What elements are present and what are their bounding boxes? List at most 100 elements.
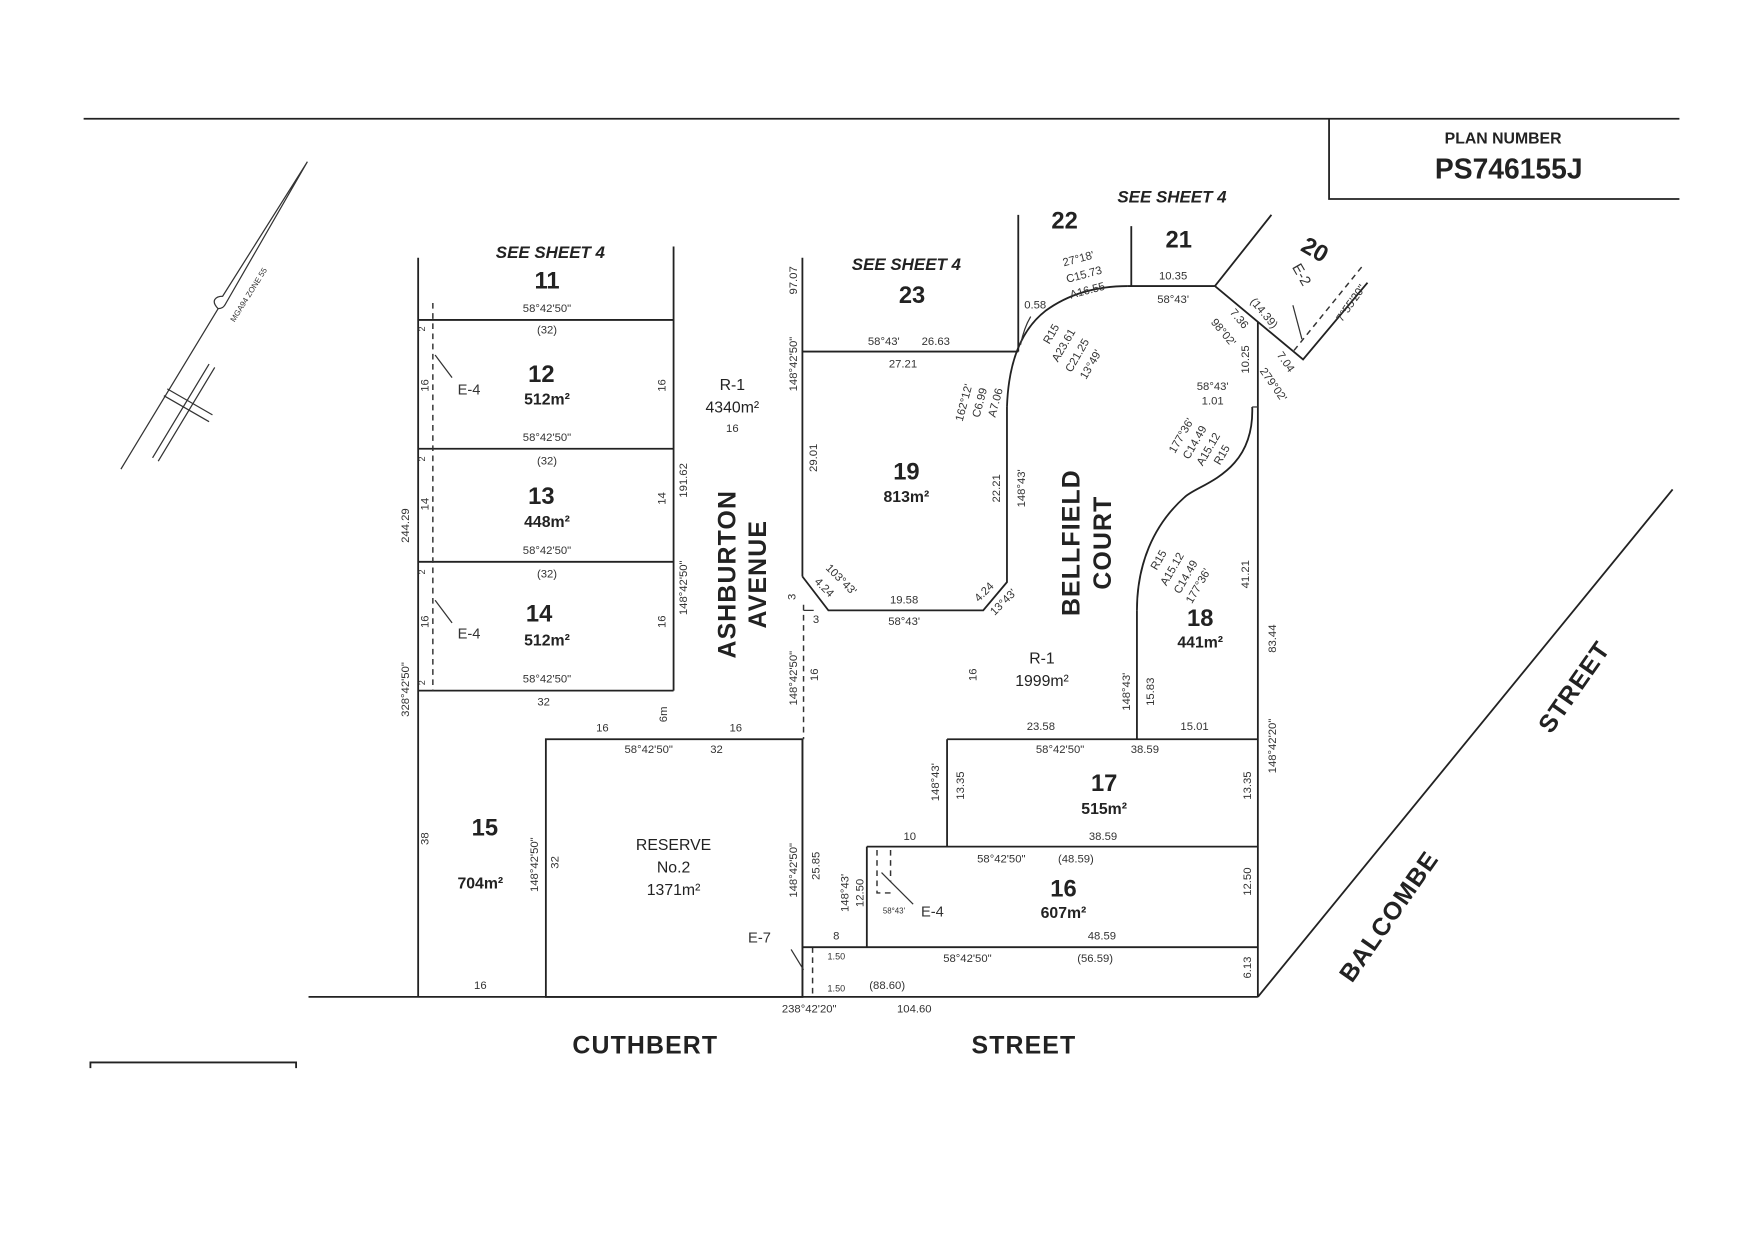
lot-18-number: 18 (1187, 606, 1213, 632)
dimension-label: 148°42'20" (1267, 719, 1279, 774)
lot-17-area: 515m² (1081, 801, 1127, 818)
dimension-label: 16 (419, 379, 431, 392)
dimension-label: 25.85 (810, 852, 822, 880)
lot-23-number: 23 (899, 283, 925, 309)
dimension-label: 16 (474, 980, 487, 992)
dimension-label: 148°42'50" (788, 337, 800, 392)
dimension-label: 6.13 (1242, 957, 1254, 979)
dimension-label: 13.35 (955, 771, 967, 799)
see-sheet-note: SEE SHEET 4 (1117, 187, 1227, 206)
easement-label: E-4 (458, 627, 481, 643)
lot-16-number: 16 (1050, 876, 1076, 902)
dimension-label: 15.83 (1145, 678, 1157, 706)
dimension-label: 244.29 (400, 508, 412, 543)
lot-13-number: 13 (528, 484, 554, 510)
dimension-label: 148°43' (840, 874, 852, 912)
dimension-label: (48.59) (1058, 853, 1094, 865)
dimension-label: 58°43' (1157, 294, 1189, 306)
dimension-label: 58°42'50" (523, 432, 571, 444)
reserve-title: RESERVE (636, 837, 711, 854)
street-bellfield-court: COURT (1089, 496, 1117, 590)
dimension-label: 16 (419, 615, 431, 628)
dimension-label: 10 (903, 831, 916, 843)
lot-14-area: 512m² (524, 632, 570, 649)
lot-19-area: 813m² (884, 489, 930, 506)
dimension-label: 6m (658, 707, 670, 723)
dimension-label: 14 (419, 498, 431, 511)
dimension-label: 97.07 (788, 266, 800, 294)
street-cuthbert: CUTHBERT (572, 1031, 718, 1059)
road-r1-area: 4340m² (706, 400, 760, 417)
dimension-label: 7.04 (1274, 350, 1296, 375)
dimension-label: 41.21 (1240, 560, 1252, 588)
lot-11-number: 11 (534, 268, 559, 294)
dimension-label: 2 (417, 456, 427, 461)
dimension-label: 148°42'50" (678, 560, 690, 615)
dimension-label: 38 (419, 832, 431, 845)
lot-12-area: 512m² (524, 392, 570, 409)
street-ashburton-avenue: ASHBURTON (714, 490, 742, 659)
lot-12-number: 12 (528, 362, 554, 388)
plan-number-box (1328, 118, 1680, 200)
lot-14-number: 14 (526, 602, 553, 628)
north-arrow-label: MGA94 ZONE 55 (229, 266, 270, 324)
easement-label: E-4 (458, 383, 481, 399)
street-ashburton-avenue: AVENUE (744, 520, 772, 629)
dimension-label: (32) (537, 569, 557, 581)
dimension-label: (56.59) (1077, 953, 1113, 965)
street-balcombe: STREET (1533, 636, 1616, 738)
road-r1-area: 1999m² (1015, 673, 1069, 690)
dimension-label: 16 (809, 669, 821, 682)
dimension-label: 10.35 (1159, 270, 1187, 282)
plan-number-label: PLAN NUMBER (1445, 131, 1562, 148)
road-r1-label: R-1 (1029, 651, 1055, 668)
dimension-label: 148°42'50" (788, 651, 800, 706)
parcel-boundaries (89, 214, 1674, 1069)
lot-13-area: 448m² (524, 514, 570, 531)
dimension-label: 148°43' (1016, 469, 1028, 507)
dimension-label: 15.01 (1180, 721, 1208, 733)
dimension-label: 58°43' (1197, 381, 1229, 393)
dimension-label: 3 (787, 594, 799, 600)
dimension-label: 4.24 (972, 580, 996, 604)
dimension-label: 12.50 (854, 879, 866, 907)
dimension-label: 32 (537, 696, 550, 708)
dimension-label: 148°43' (930, 763, 942, 801)
plan-number: PS746155J (1435, 153, 1583, 185)
dimension-label: 27.21 (889, 358, 917, 370)
see-sheet-note: SEE SHEET 4 (496, 243, 606, 262)
dimension-label: 148°42'50" (529, 837, 541, 892)
reserve-area: 1371m² (647, 882, 701, 899)
dimension-label: 104.60 (897, 1004, 932, 1016)
dimension-label: 32 (710, 744, 723, 756)
dimension-label: 58°42'50" (1036, 744, 1084, 756)
dimension-label: 58°43' (868, 336, 900, 348)
lot-19-number: 19 (893, 459, 919, 485)
dimension-label: 32 (549, 856, 561, 869)
road-r1-width: 16 (726, 423, 739, 435)
dimension-label: 22.21 (991, 474, 1003, 502)
dimension-label: 1.50 (828, 952, 846, 962)
dimension-label: 58°42'50" (943, 953, 991, 965)
dimension-label: 58°42'50" (625, 744, 673, 756)
dimension-label: 3 (813, 614, 819, 626)
dimension-label: 148°43' (1121, 673, 1133, 711)
dimension-label: 38.59 (1089, 831, 1117, 843)
easement-label: E-4 (921, 905, 944, 921)
dimension-label: 8 (833, 930, 839, 942)
street-cuthbert: STREET (971, 1031, 1076, 1059)
dimension-label: 7.36 (1227, 307, 1250, 332)
dimension-label: (88.60) (869, 980, 905, 992)
lot-17-number: 17 (1091, 771, 1117, 797)
dimension-label: 26.63 (922, 336, 950, 348)
lot-16-area: 607m² (1041, 905, 1087, 922)
dimension-label: 16 (657, 379, 669, 392)
dimension-label: 19.58 (890, 595, 918, 607)
road-r1-label: R-1 (720, 377, 746, 394)
dimension-label: 1.01 (1202, 396, 1224, 408)
north-arrow-icon (120, 161, 308, 470)
dimension-label: 13.35 (1242, 771, 1254, 799)
dimension-label: 2 (417, 680, 427, 685)
